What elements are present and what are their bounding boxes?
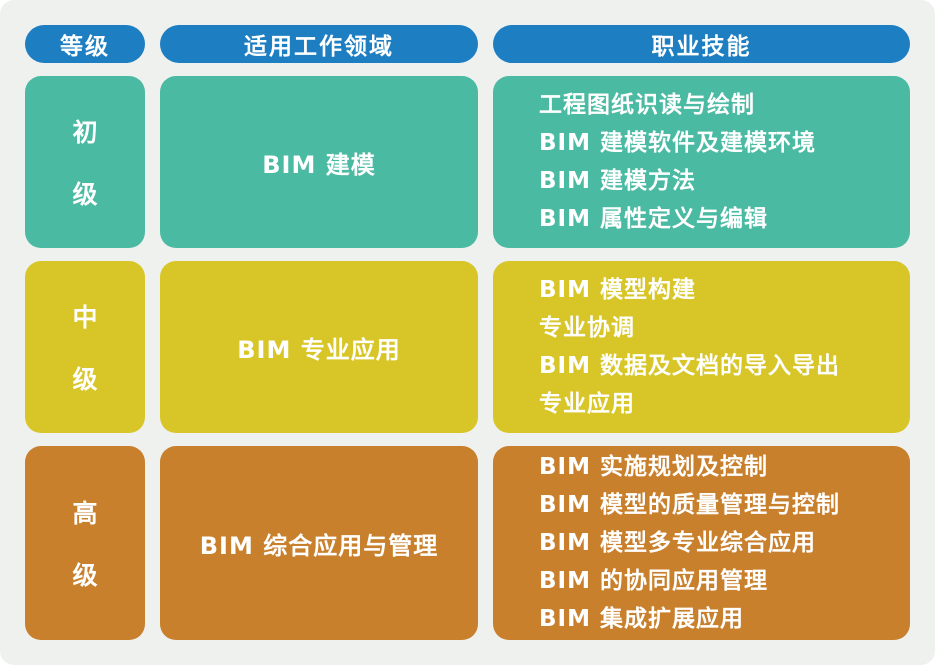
skill-item: 专业应用 xyxy=(539,391,635,417)
skill-item: 工程图纸识读与绘制 xyxy=(539,92,755,118)
field-label: BIM 建模 xyxy=(262,150,376,179)
skill-item: BIM 集成扩展应用 xyxy=(539,606,744,632)
header-label-field: 适用工作领域 xyxy=(244,34,394,60)
field-label: BIM 综合应用与管理 xyxy=(199,531,439,560)
field-cell-beginner: BIM 建模 xyxy=(160,76,478,248)
level-char: 中 xyxy=(72,303,98,332)
skills-cell-intermediate: BIM 模型构建 专业协调 BIM 数据及文档的导入导出 专业应用 xyxy=(493,261,910,433)
skill-item: BIM 模型多专业综合应用 xyxy=(539,530,816,556)
skills-cell-beginner: 工程图纸识读与绘制 BIM 建模软件及建模环境 BIM 建模方法 BIM 属性定… xyxy=(493,76,910,248)
level-char: 级 xyxy=(72,365,98,394)
header-cell-field: 适用工作领域 xyxy=(160,25,478,63)
skill-item: BIM 建模方法 xyxy=(539,168,696,194)
skill-item: 专业协调 xyxy=(539,315,635,341)
header-label-skills: 职业技能 xyxy=(651,34,752,60)
skill-item: BIM 模型的质量管理与控制 xyxy=(539,492,840,518)
level-cell-advanced: 高 级 xyxy=(25,446,145,640)
skill-item: BIM 数据及文档的导入导出 xyxy=(539,353,840,379)
level-char: 初 xyxy=(72,118,98,147)
level-char: 高 xyxy=(72,499,98,528)
skills-cell-advanced: BIM 实施规划及控制 BIM 模型的质量管理与控制 BIM 模型多专业综合应用… xyxy=(493,446,910,640)
header-cell-level: 等级 xyxy=(25,25,145,63)
field-cell-intermediate: BIM 专业应用 xyxy=(160,261,478,433)
level-char: 级 xyxy=(72,561,98,590)
level-cell-beginner: 初 级 xyxy=(25,76,145,248)
header-label-level: 等级 xyxy=(60,34,110,60)
field-cell-advanced: BIM 综合应用与管理 xyxy=(160,446,478,640)
skill-item: BIM 的协同应用管理 xyxy=(539,568,768,594)
skill-item: BIM 建模软件及建模环境 xyxy=(539,130,816,156)
skill-item: BIM 模型构建 xyxy=(539,277,696,303)
level-cell-intermediate: 中 级 xyxy=(25,261,145,433)
header-cell-skills: 职业技能 xyxy=(493,25,910,63)
skill-item: BIM 属性定义与编辑 xyxy=(539,206,768,232)
skill-item: BIM 实施规划及控制 xyxy=(539,454,768,480)
field-label: BIM 专业应用 xyxy=(237,335,401,364)
level-char: 级 xyxy=(72,180,98,209)
